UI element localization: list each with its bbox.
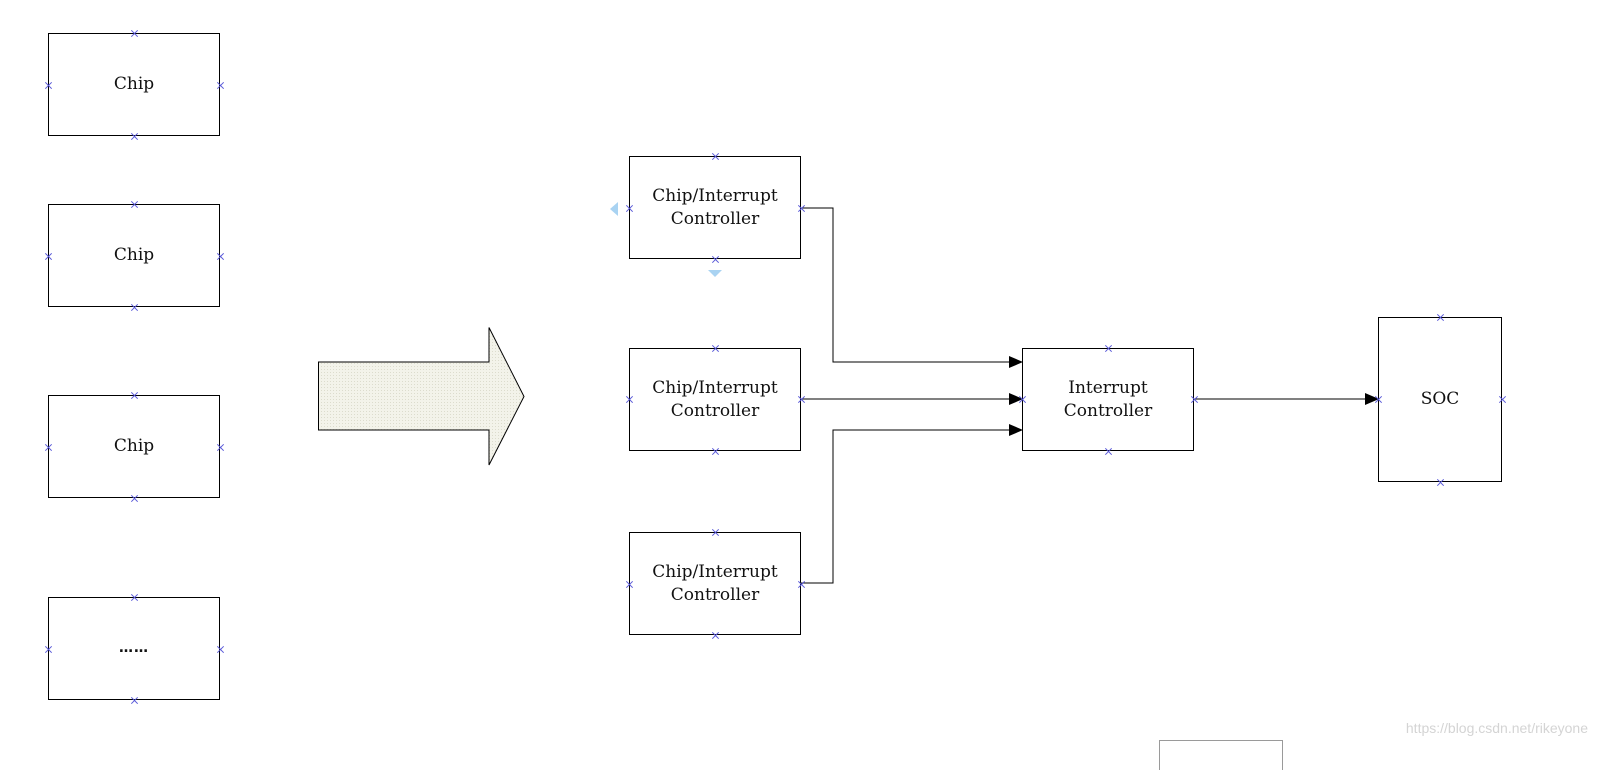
connection-point[interactable] (131, 201, 138, 208)
connection-point[interactable] (1019, 396, 1026, 403)
connection-point[interactable] (626, 396, 633, 403)
chip-box-label: Chip (113, 245, 155, 265)
connection-point[interactable] (626, 581, 633, 588)
interrupt-controller-label: Interrupt Controller (1063, 377, 1153, 421)
controller-box-label: Chip/Interrupt Controller (652, 185, 778, 229)
chip-box-1[interactable]: Chip (48, 33, 220, 136)
soc-box[interactable]: SOC (1378, 317, 1502, 482)
controller-box-label: Chip/Interrupt Controller (652, 377, 778, 421)
connection-point[interactable] (131, 133, 138, 140)
chip-box-3[interactable]: Chip (48, 395, 220, 498)
connection-point[interactable] (45, 646, 52, 653)
connection-point[interactable] (131, 304, 138, 311)
connection-point[interactable] (626, 205, 633, 212)
connection-point[interactable] (217, 253, 224, 260)
chip-controller-box-3[interactable]: Chip/Interrupt Controller (629, 532, 801, 635)
connection-point[interactable] (217, 82, 224, 89)
connection-point[interactable] (131, 30, 138, 37)
connection-point[interactable] (45, 82, 52, 89)
selection-handle-left-icon[interactable] (610, 202, 618, 216)
connection-point[interactable] (712, 529, 719, 536)
watermark: https://blog.csdn.net/rikeyone (1405, 720, 1588, 736)
controller-box-label: Chip/Interrupt Controller (652, 561, 778, 605)
connection-point[interactable] (712, 345, 719, 352)
connection-point[interactable] (217, 444, 224, 451)
connection-point[interactable] (131, 392, 138, 399)
connection-point[interactable] (131, 697, 138, 704)
connection-point[interactable] (1499, 396, 1506, 403)
page-tab[interactable] (1159, 740, 1283, 770)
connection-point[interactable] (798, 205, 805, 212)
chip-box-label: …… (119, 640, 149, 656)
connector-line[interactable] (801, 207, 1023, 368)
connection-point[interactable] (798, 396, 805, 403)
connection-point[interactable] (45, 444, 52, 451)
connection-point[interactable] (45, 253, 52, 260)
connection-point[interactable] (1191, 396, 1198, 403)
transform-arrow[interactable] (318, 327, 526, 466)
connection-point[interactable] (712, 256, 719, 263)
connection-point[interactable] (1437, 479, 1444, 486)
chip-box-label: Chip (113, 74, 155, 94)
selection-handle-down-icon[interactable] (708, 270, 722, 277)
connection-point[interactable] (712, 632, 719, 639)
soc-label: SOC (1420, 389, 1460, 409)
interrupt-controller-box[interactable]: Interrupt Controller (1022, 348, 1194, 451)
connection-point[interactable] (1105, 345, 1112, 352)
connection-point[interactable] (131, 495, 138, 502)
chip-box-label: Chip (113, 436, 155, 456)
chip-controller-box-2[interactable]: Chip/Interrupt Controller (629, 348, 801, 451)
connection-point[interactable] (1105, 448, 1112, 455)
connection-point[interactable] (131, 594, 138, 601)
connection-point[interactable] (1375, 396, 1382, 403)
connection-point[interactable] (1437, 314, 1444, 321)
connector-line[interactable] (801, 424, 1023, 584)
connection-point[interactable] (712, 448, 719, 455)
connection-point[interactable] (217, 646, 224, 653)
connection-point[interactable] (712, 153, 719, 160)
chip-controller-box-1[interactable]: Chip/Interrupt Controller (629, 156, 801, 259)
connection-point[interactable] (798, 581, 805, 588)
